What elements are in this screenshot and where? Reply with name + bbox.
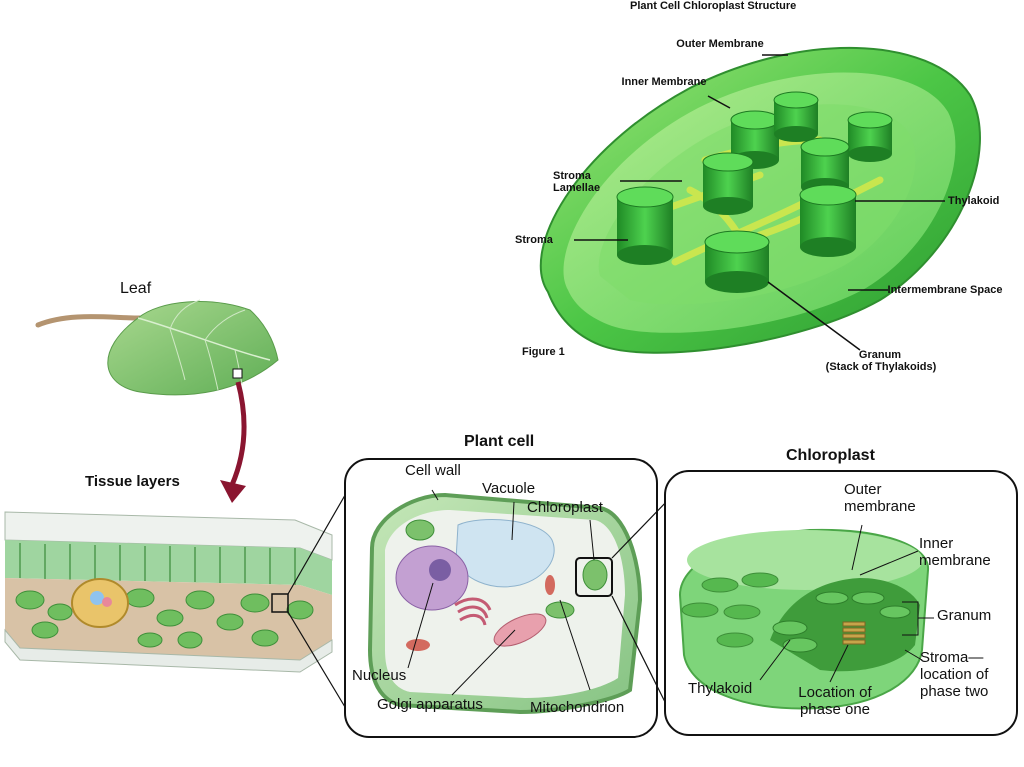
tissue-layers-label: Tissue layers [85, 473, 180, 490]
chloroplast-panel [664, 470, 1018, 736]
intermembrane-space-label: Intermembrane Space [887, 284, 1003, 296]
inner-membrane-label: Inner Membrane [621, 76, 707, 88]
phase-one-label: Location of phase one [798, 684, 872, 718]
stroma-label: Stroma [515, 234, 553, 246]
plant-cell-panel [344, 458, 671, 738]
mitochondrion-label: Mitochondrion [530, 699, 625, 716]
nucleus-label: Nucleus [352, 667, 407, 684]
golgi-label: Golgi apparatus [377, 696, 483, 713]
figure-label: Figure 1 [522, 346, 565, 358]
tissue-layers-illustration [4, 489, 349, 713]
chloroplast-label: Chloroplast [527, 499, 603, 516]
chloro-inner-membrane-label: Inner membrane [919, 535, 991, 569]
granum-stacks [616, 91, 893, 293]
leaf-illustration [35, 299, 279, 396]
vacuole-label: Vacuole [482, 480, 536, 497]
chloroplast-3d-illustration [539, 46, 981, 354]
plant-cell-title: Plant cell [464, 433, 535, 450]
chloro-outer-membrane-label: Outer membrane [844, 481, 916, 515]
stroma-lamellae-label: Stroma Lamellae [553, 170, 601, 195]
chloro-stroma-label: Stroma— location of phase two [920, 649, 989, 700]
leaf-label: Leaf [120, 280, 152, 297]
zoom-arrow [220, 381, 247, 503]
granum-label: Granum [858, 349, 902, 361]
thylakoid-label: Thylakoid [948, 195, 1000, 207]
chloroplast-title: Chloroplast [786, 447, 875, 464]
top-figure-title: Plant Cell Chloroplast Structure [630, 0, 797, 12]
chloro-thylakoid-label: Thylakoid [688, 680, 753, 697]
cell-wall-label: Cell wall [405, 462, 461, 479]
chloro-granum-label: Granum [937, 607, 992, 624]
granum-note-label: (Stack of Thylakoids) [825, 361, 937, 373]
outer-membrane-label: Outer Membrane [676, 38, 764, 50]
